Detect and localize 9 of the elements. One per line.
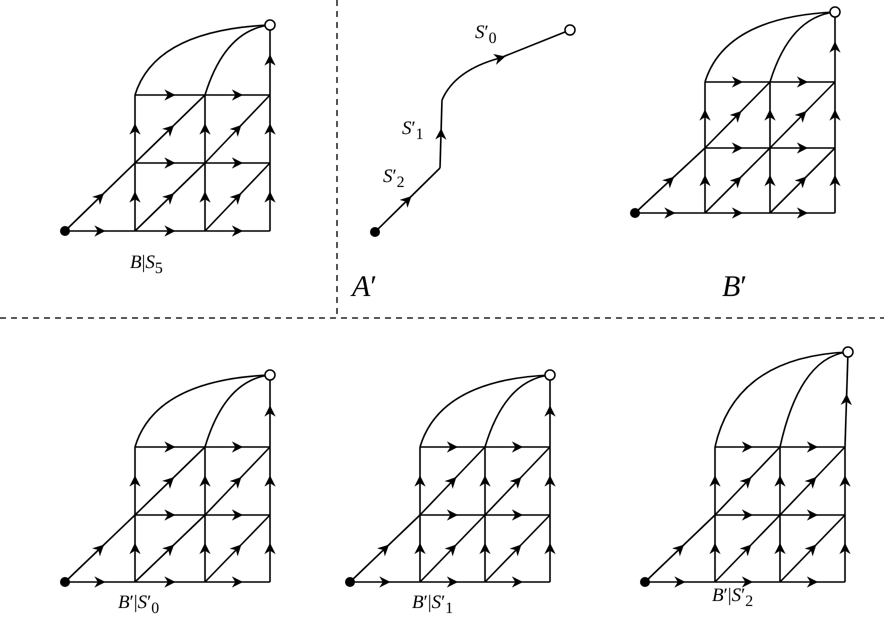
path-label: S′$_{0}$	[475, 22, 497, 48]
panel-caption: B′|S′$_{0}$	[118, 592, 160, 618]
panel-caption: B|S$_{5}$	[130, 252, 163, 278]
path-label: S′$_{1}$	[402, 118, 424, 144]
panel-caption: B′	[722, 270, 747, 304]
panel-caption: A′	[352, 270, 377, 304]
path-label: S′$_{2}$	[383, 166, 405, 192]
panel-caption: B′|S′$_{1}$	[412, 592, 454, 618]
panel-caption: B′|S′$_{2}$	[712, 585, 754, 611]
